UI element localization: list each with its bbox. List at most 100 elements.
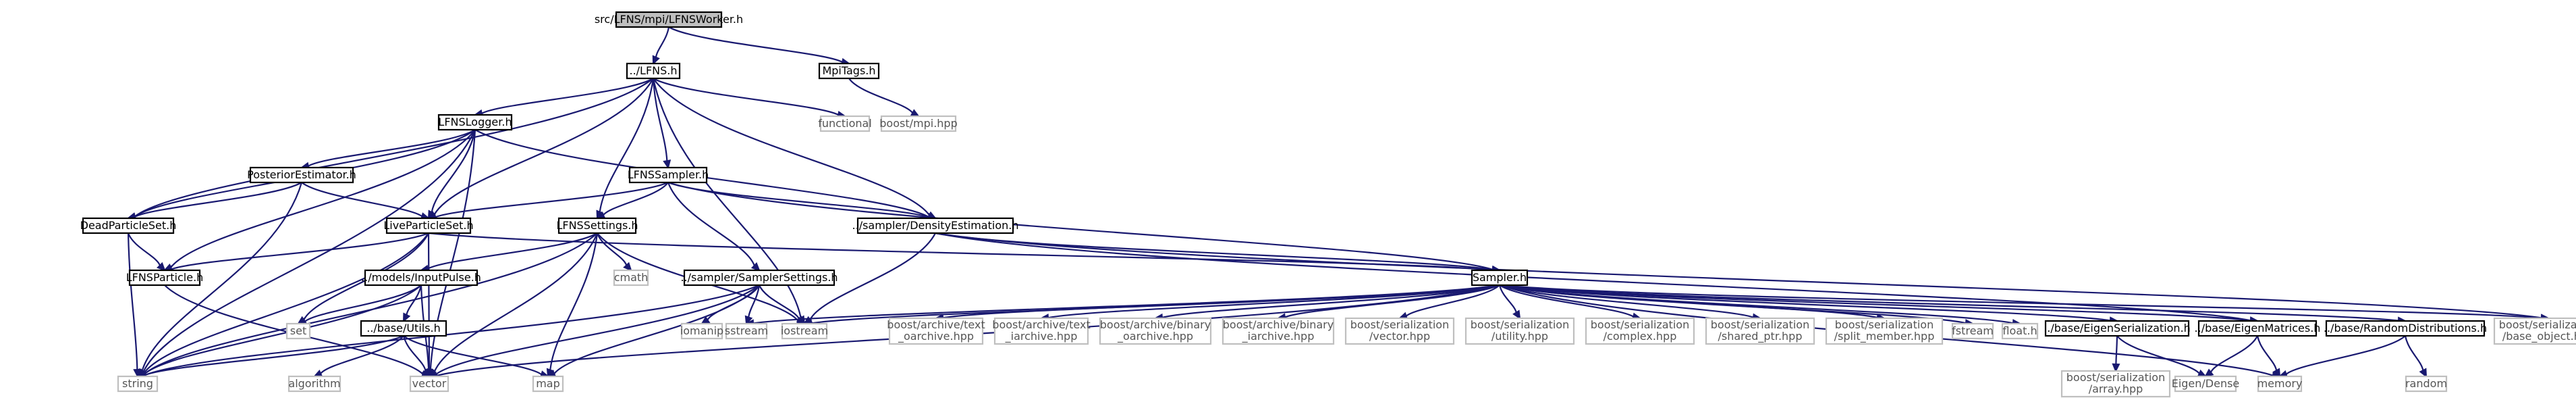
arrowhead-icon: [2272, 368, 2281, 378]
file-node-ser-complex: boost/serialization/complex.hpp: [1585, 317, 1695, 345]
file-node-randdist[interactable]: ../base/RandomDistributions.h: [2324, 320, 2487, 337]
file-node-dead[interactable]: DeadParticleSet.h: [80, 217, 177, 234]
include-edge: [667, 181, 929, 218]
include-edge: [481, 78, 654, 114]
file-node-sampler[interactable]: LFNSSampler.h: [628, 166, 709, 184]
file-node-samplersettings[interactable]: ../sampler/SamplerSettings.h: [680, 269, 838, 287]
node-label: boost/archive/binary: [1100, 318, 1211, 331]
node-label: boost/archive/text: [992, 318, 1090, 331]
node-box: [856, 217, 1014, 234]
file-node-iostream: iostream: [781, 322, 828, 340]
node-label: boost/serialization: [2066, 371, 2165, 384]
file-node-inputpulse[interactable]: ../models/InputPulse.h: [361, 269, 481, 287]
file-node-logger[interactable]: LFNSLogger.h: [437, 114, 513, 131]
file-node-floath: float.h: [2001, 322, 2039, 340]
node-box: [1099, 317, 1212, 345]
node-label: _oarchive.hpp: [898, 330, 974, 343]
node-label: ../sampler/DensityEstimation.h: [852, 219, 1019, 232]
include-edge: [143, 232, 598, 375]
node-box: [2325, 320, 2486, 337]
include-edge: [603, 182, 669, 216]
file-node-ser-base: boost/serialization/base_object.hpp: [2493, 317, 2576, 345]
file-node-samplerh[interactable]: Sampler.h: [1471, 269, 1529, 287]
file-node-random: random: [2405, 375, 2448, 393]
file-node-density[interactable]: ../sampler/DensityEstimation.h: [852, 217, 1019, 234]
node-box: [888, 317, 984, 345]
include-edge: [667, 181, 1493, 271]
include-edge: [429, 129, 476, 370]
node-label: cmath: [614, 271, 649, 284]
node-label: PosteriorEstimator.h: [247, 168, 356, 181]
node-label: map: [536, 377, 560, 390]
node-label: ../base/RandomDistributions.h: [2324, 322, 2487, 334]
node-box: [1585, 317, 1695, 345]
node-box: [2174, 375, 2237, 393]
file-node-utils[interactable]: ../base/Utils.h: [360, 320, 447, 337]
include-edge: [143, 232, 429, 374]
node-box: [819, 115, 871, 132]
file-node-settings[interactable]: LFNSSettings.h: [556, 217, 638, 234]
include-edge: [474, 129, 929, 218]
file-node-root[interactable]: src/LFNS/mpi/LFNSWorker.h: [595, 11, 743, 28]
node-label: ../base/Utils.h: [366, 322, 441, 334]
node-box: [557, 217, 637, 234]
include-edge: [668, 26, 843, 63]
node-label: Sampler.h: [1473, 271, 1527, 284]
node-box: [82, 217, 175, 234]
file-node-eigenmat[interactable]: ../base/EigenMatrices.h: [2195, 320, 2321, 337]
node-box: [680, 322, 723, 340]
node-label: boost/serialization: [1350, 318, 1449, 331]
node-box: [880, 115, 957, 132]
node-label: iostream: [781, 324, 828, 337]
node-label: DeadParticleSet.h: [80, 219, 177, 232]
node-label: ../base/EigenMatrices.h: [2195, 322, 2321, 334]
arrowhead-icon: [652, 55, 660, 66]
file-node-eigenser[interactable]: ../base/EigenSerialization.h: [2044, 320, 2191, 337]
include-edge: [652, 78, 668, 161]
file-node-lfns[interactable]: ../LFNS.h: [626, 62, 681, 80]
node-label: src/LFNS/mpi/LFNSWorker.h: [595, 13, 743, 26]
file-node-mpitags[interactable]: MpiTags.h: [818, 62, 880, 80]
node-label: boost/serialization: [1835, 318, 1934, 331]
include-edge: [433, 232, 599, 372]
include-edge: [143, 284, 422, 375]
include-edge: [301, 182, 423, 218]
arrowhead-icon: [2419, 368, 2428, 378]
node-box: [1471, 269, 1529, 287]
node-box: [2001, 322, 2039, 340]
include-edge: [403, 335, 543, 376]
node-label: iomanip: [680, 324, 723, 337]
node-label: boost/serialization: [1471, 318, 1569, 331]
node-box: [628, 166, 708, 184]
node-box: [360, 320, 447, 337]
include-edge: [549, 232, 599, 370]
include-edge: [303, 232, 429, 320]
node-label: LiveParticleSet.h: [383, 219, 473, 232]
node-label: /base_object.hpp: [2502, 330, 2576, 343]
node-box: [1951, 322, 1994, 340]
include-edge: [809, 232, 936, 320]
include-edge: [2285, 335, 2406, 375]
include-edge: [652, 78, 802, 318]
node-label: algorithm: [288, 377, 340, 390]
arrowhead-icon: [623, 262, 632, 272]
file-node-ser-array: boost/serialization/array.hpp: [2060, 370, 2171, 398]
include-edge: [935, 232, 1493, 271]
include-edge: [433, 78, 654, 216]
node-label: MpiTags.h: [822, 64, 875, 77]
include-edge: [653, 78, 930, 216]
file-node-set: set: [285, 322, 311, 340]
node-label: vector: [412, 377, 447, 390]
node-label: Eigen/Dense: [2172, 377, 2240, 390]
node-box: [2060, 370, 2171, 398]
node-box: [1705, 317, 1815, 345]
node-box: [2257, 375, 2303, 393]
node-box: [613, 269, 649, 287]
node-label: ../models/InputPulse.h: [361, 271, 481, 284]
file-node-particle[interactable]: LFNSParticle.h: [126, 269, 204, 287]
arrowhead-icon: [2204, 368, 2214, 378]
file-node-posterior[interactable]: PosteriorEstimator.h: [247, 166, 356, 184]
file-node-live[interactable]: LiveParticleSet.h: [383, 217, 474, 234]
arrowhead-icon: [750, 262, 761, 272]
